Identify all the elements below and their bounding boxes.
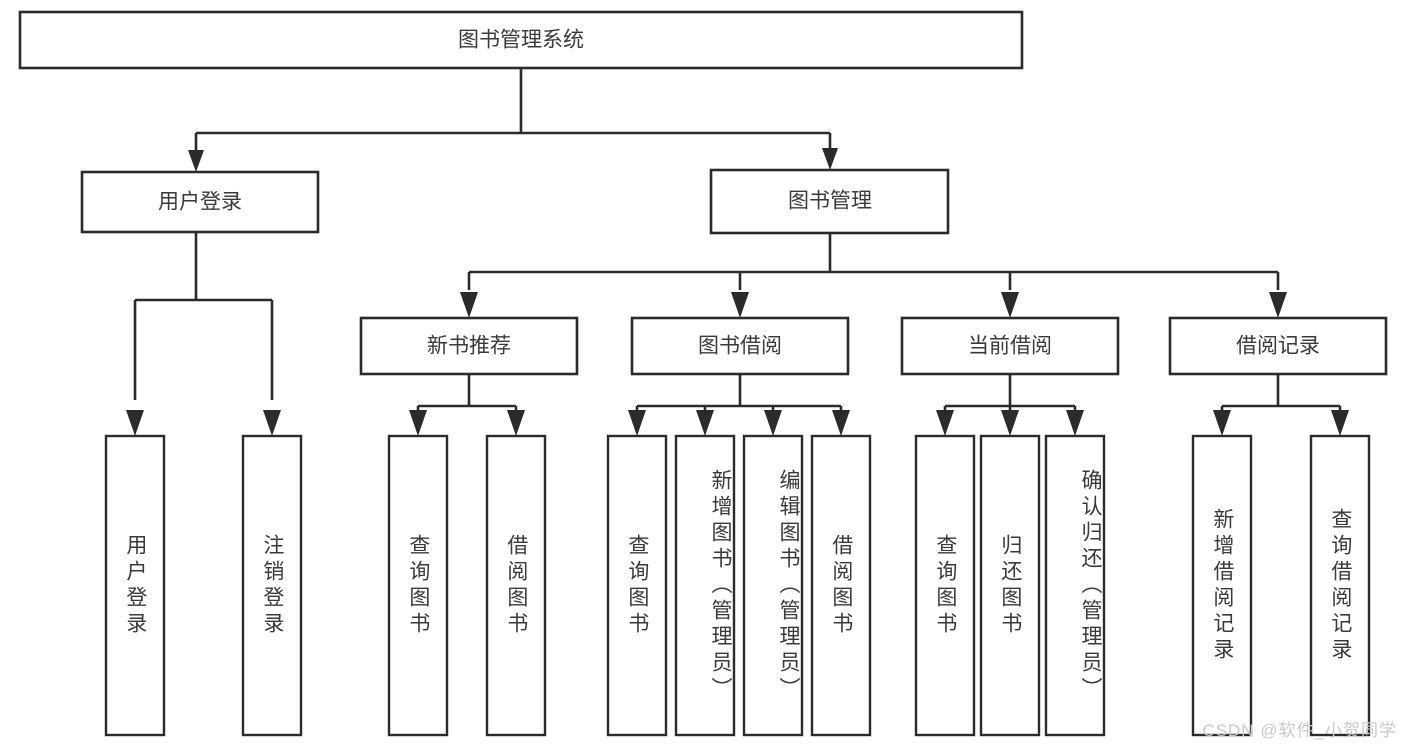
arrow-bb-leaf-1 xyxy=(628,410,646,436)
leaf-box-br-add-record[interactable] xyxy=(1191,434,1253,737)
arrow-cb-leaf-1 xyxy=(936,410,954,436)
node-label-current-borrow: 当前借阅 xyxy=(968,335,1052,358)
node-label-user-login: 用户登录 xyxy=(158,191,242,214)
arrow-bb-leaf-2 xyxy=(696,410,714,436)
leaf-box-cb-confirm-return[interactable] xyxy=(1044,434,1106,737)
node-book-management-system[interactable] xyxy=(18,10,1024,70)
edge-borrow-record-to-leaves xyxy=(1220,374,1342,412)
arrow-to-leaf-user-login xyxy=(126,410,144,436)
node-label-book-management: 图书管理 xyxy=(788,190,872,213)
arrow-to-borrow-record xyxy=(1269,292,1287,318)
arrow-bb-leaf-4 xyxy=(832,410,850,436)
edge-root-to-bus xyxy=(194,68,832,158)
csdn-watermark: CSDN @软件_小贺同学 xyxy=(1202,721,1397,740)
leaf-box-cb-query-book[interactable] xyxy=(914,434,976,737)
edge-new-book-to-leaves xyxy=(416,374,518,412)
node-label-root: 图书管理系统 xyxy=(458,29,584,52)
node-borrow-record[interactable] xyxy=(1168,316,1388,376)
node-book-borrow[interactable] xyxy=(630,316,850,376)
edge-book-manage-to-bus xyxy=(467,233,1280,290)
leaf-box-user-login[interactable] xyxy=(104,434,166,737)
arrow-nb-leaf-2 xyxy=(507,410,525,436)
arrow-bb-leaf-3 xyxy=(764,410,782,436)
node-current-borrow[interactable] xyxy=(900,316,1120,376)
leaf-box-nb-borrow-book[interactable] xyxy=(485,434,547,737)
node-user-login[interactable] xyxy=(80,170,320,234)
arrow-br-leaf-2 xyxy=(1331,410,1349,436)
arrow-to-book-borrow xyxy=(731,292,749,318)
arrow-cb-leaf-3 xyxy=(1066,410,1084,436)
arrow-to-user-login xyxy=(188,150,204,172)
leaf-box-bb-edit-book[interactable] xyxy=(742,434,804,737)
leaf-box-bb-query-book[interactable] xyxy=(606,434,668,737)
leaf-box-bb-add-book[interactable] xyxy=(674,434,736,737)
leaf-box-nb-query-book[interactable] xyxy=(387,434,449,737)
leaf-box-br-query-record[interactable] xyxy=(1309,434,1371,737)
leaf-box-logout[interactable] xyxy=(241,434,303,737)
arrow-nb-leaf-1 xyxy=(409,410,427,436)
leaf-box-bb-borrow-book[interactable] xyxy=(810,434,872,737)
node-book-management[interactable] xyxy=(709,168,950,235)
edge-user-login-to-leaves xyxy=(133,232,274,400)
node-label-new-book-recommend: 新书推荐 xyxy=(427,335,511,358)
node-label-book-borrow: 图书借阅 xyxy=(698,335,782,358)
arrow-to-new-book xyxy=(460,292,478,318)
arrow-to-current-borrow xyxy=(1001,292,1019,318)
edge-book-borrow-to-leaves xyxy=(635,374,843,412)
leaf-box-cb-return-book[interactable] xyxy=(979,434,1041,737)
arrow-to-book-manage xyxy=(822,148,838,170)
node-new-book-recommend[interactable] xyxy=(359,316,579,376)
edge-current-borrow-to-leaves xyxy=(943,374,1077,412)
arrow-cb-leaf-2 xyxy=(1001,410,1019,436)
arrow-br-leaf-1 xyxy=(1213,410,1231,436)
node-label-borrow-record: 借阅记录 xyxy=(1236,335,1320,358)
arrow-to-leaf-logout xyxy=(263,410,281,436)
